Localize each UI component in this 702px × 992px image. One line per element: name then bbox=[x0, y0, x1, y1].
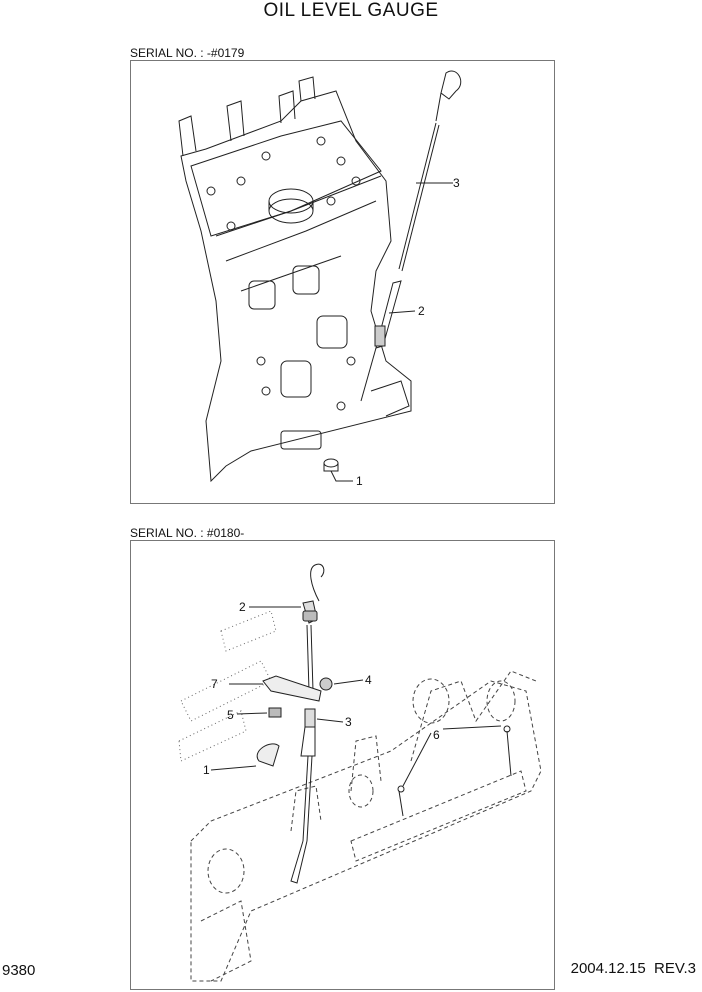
dipstick-assembly bbox=[256, 563, 512, 884]
callout-3: 3 bbox=[453, 176, 460, 190]
plug-part bbox=[323, 458, 339, 472]
serial-number-label-2: SERIAL NO. : #0180- bbox=[130, 526, 245, 540]
callout-4: 4 bbox=[365, 673, 372, 687]
bracket-phantom bbox=[178, 610, 277, 762]
engine-dipstick-illustration: 3 2 1 bbox=[178, 70, 462, 488]
diagram-panel-1: 3 2 1 bbox=[130, 60, 555, 504]
serial-number-label-1: SERIAL NO. : -#0179 bbox=[130, 46, 245, 60]
date-revision: 2004.12.15 REV.3 bbox=[570, 960, 696, 977]
engine-phantom-outline bbox=[190, 670, 542, 982]
page-title: OIL LEVEL GAUGE bbox=[263, 0, 439, 21]
callout-1: 1 bbox=[356, 474, 363, 488]
callout-2: 2 bbox=[418, 304, 425, 318]
callout-1: 1 bbox=[203, 763, 210, 777]
page-number: 9380 bbox=[2, 962, 36, 979]
callout-7: 7 bbox=[211, 677, 218, 691]
dipstick-part bbox=[398, 70, 462, 272]
oil-gauge-assembly-illustration: 2 7 4 5 3 6 1 bbox=[178, 563, 542, 982]
engine-block-drawing bbox=[178, 76, 412, 483]
callout-2: 2 bbox=[239, 600, 246, 614]
callout-3: 3 bbox=[345, 715, 352, 729]
callout-6: 6 bbox=[433, 728, 440, 742]
diagram-panel-2: 2 7 4 5 3 6 1 bbox=[130, 540, 555, 990]
guide-tube-part bbox=[360, 280, 402, 402]
callout-5: 5 bbox=[227, 708, 234, 722]
